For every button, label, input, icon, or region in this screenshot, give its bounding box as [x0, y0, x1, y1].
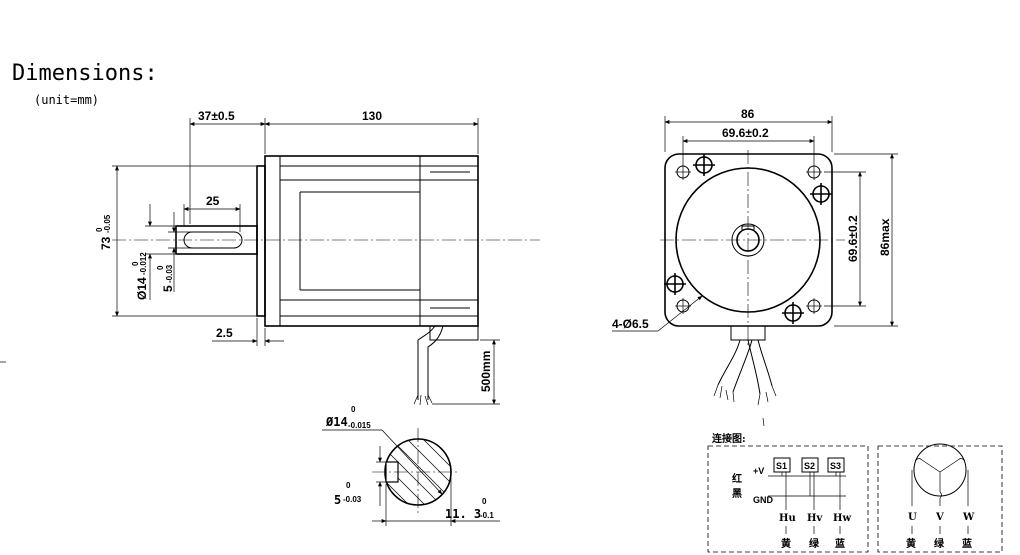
page-title: Dimensions:	[12, 61, 158, 86]
mount-hole-br	[806, 298, 822, 314]
phase-u-color: 黄	[906, 537, 916, 550]
shaft-length-dim: 37±0.5	[198, 109, 235, 123]
section-dia-tol-lower: -0.015	[348, 421, 371, 430]
mount-hole-bl	[675, 298, 691, 314]
body-length-dim: 130	[362, 109, 382, 123]
hole-spacing-v-dim: 69.6±0.2	[846, 215, 860, 262]
vplus-label: +V	[753, 466, 764, 476]
front-view: 86 69.6±0.2 69.6±0.2 86max 4-Ø6.5	[612, 107, 898, 427]
key-length-dim: 25	[206, 194, 220, 208]
hall-hv-label: Hv	[807, 513, 823, 524]
shaft-key	[183, 231, 243, 249]
height-tol-lower: -0.05	[103, 214, 112, 233]
section-depth-tol-upper: 0	[482, 497, 487, 506]
section-dia-dim: Ø14	[325, 415, 348, 429]
unit-label: (unit=mm)	[34, 93, 99, 107]
shaft-dia-tol-lower: -0.012	[139, 252, 148, 275]
sensor-s1-label: S1	[776, 461, 787, 471]
threaded-hole-1	[693, 154, 715, 176]
height-tol-upper: 0	[95, 227, 104, 232]
phase-w-color: 蓝	[962, 537, 972, 550]
key-width-dim: 5	[161, 285, 175, 292]
mount-hole-tr	[806, 164, 822, 180]
hall-sensor-box	[707, 445, 869, 553]
mount-holes-dim: 4-Ø6.5	[612, 317, 649, 331]
flange-thickness-dim: 2.5	[216, 326, 233, 340]
black-wire-label: 黑	[732, 488, 742, 500]
phase-w-label: W	[962, 512, 975, 523]
section-key-dim: 5	[334, 493, 341, 507]
section-dia-tol-upper: 0	[351, 405, 356, 414]
phase-u-label: U	[908, 512, 917, 523]
winding-circle	[913, 443, 967, 497]
flange	[256, 165, 266, 317]
shaft-section: Ø14 0 -0.015 5 0 -0.03 11. 3 0 -0.1	[322, 405, 500, 526]
hall-hw-label: Hw	[833, 513, 851, 524]
section-depth-dim: 11. 3	[445, 507, 481, 521]
sensor-s3: S3	[827, 457, 845, 510]
section-key-tol-upper: 0	[346, 481, 351, 490]
hall-hw-color: 蓝	[835, 537, 845, 550]
hall-hu-color: 黄	[781, 537, 791, 550]
key-width-tol-upper: 0	[156, 265, 165, 270]
phase-winding-box	[877, 445, 1003, 553]
gnd-label: GND	[753, 495, 774, 505]
wiring-title: 连接图:	[712, 432, 746, 445]
section-depth-tol-lower: -0.1	[480, 511, 494, 520]
phase-v-color: 绿	[934, 537, 945, 550]
red-wire-label: 红	[732, 472, 742, 485]
sensor-s2: S2	[801, 457, 819, 510]
section-key-tol-lower: -0.03	[343, 495, 362, 504]
mount-hole-tl	[675, 164, 691, 180]
height-max-dim: 86max	[878, 218, 892, 256]
front-width-dim: 86	[741, 107, 755, 121]
sensor-s1: S1	[773, 457, 791, 510]
threaded-hole-4	[782, 302, 804, 324]
hall-hv-color: 绿	[809, 537, 820, 550]
hole-spacing-h-dim: 69.6±0.2	[722, 126, 769, 140]
wiring-diagram: 连接图: 红 黑 +V GND S1 S2 S3 Hu Hv Hw	[707, 432, 1003, 553]
key-width-tol-lower: -0.03	[165, 264, 174, 283]
motor-body	[264, 155, 479, 327]
hall-hu-label: Hu	[779, 513, 796, 524]
phase-v-label: V	[935, 512, 944, 523]
threaded-hole-2	[810, 183, 832, 205]
threaded-hole-3	[664, 273, 686, 295]
shaft-dia-tol-upper: 0	[131, 261, 140, 266]
side-view: 37±0.5 130 25 73 0 -0.05 Ø14 0 -0.012 5 …	[95, 109, 540, 406]
height-dim: 73	[99, 236, 113, 250]
cable-length-dim: 500mm	[479, 351, 493, 392]
sensor-s2-label: S2	[804, 461, 815, 471]
shaft-dia-dim: Ø14	[135, 277, 149, 300]
sensor-s3-label: S3	[830, 461, 841, 471]
